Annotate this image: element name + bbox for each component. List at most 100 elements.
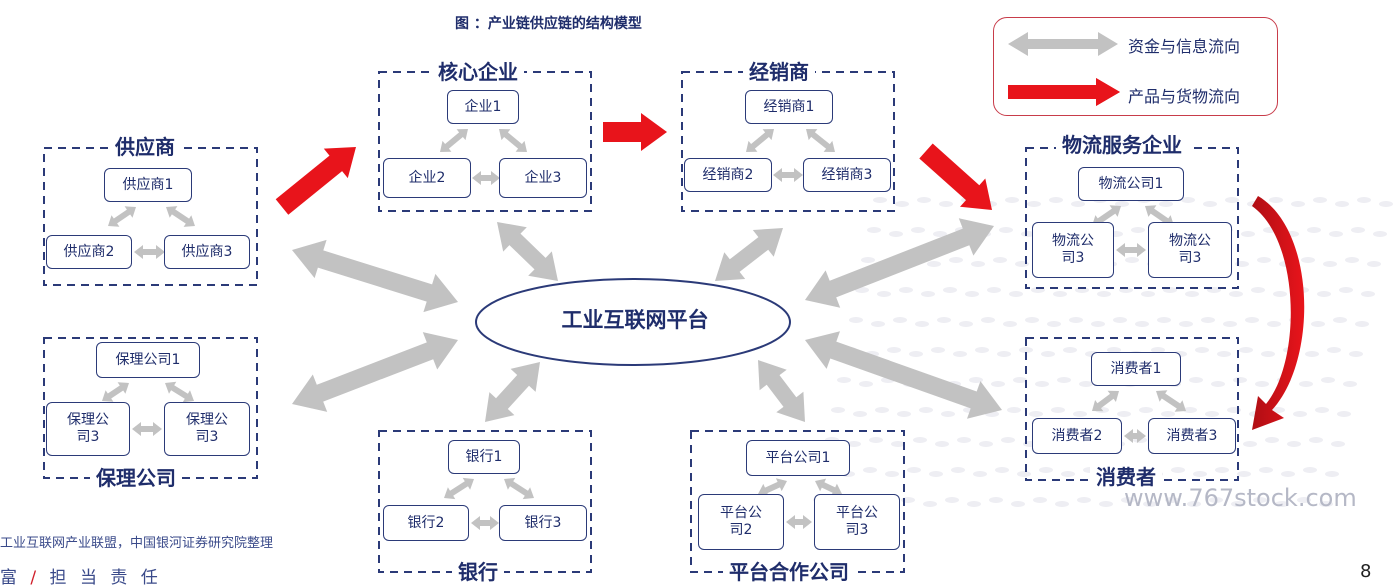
background-dot <box>953 351 967 357</box>
background-dot <box>993 257 1007 263</box>
inner-arrow-banks-left <box>444 477 474 500</box>
group-box-banks <box>378 430 592 573</box>
background-dot <box>1269 197 1283 203</box>
background-dot <box>1113 317 1127 323</box>
background-dot <box>917 197 931 203</box>
background-dot <box>1053 291 1067 297</box>
inner-arrow-suppliers-right <box>166 206 195 227</box>
group-title-insurance: 保理公司 <box>90 467 182 489</box>
background-dot <box>1049 197 1063 203</box>
background-dot <box>1073 411 1087 417</box>
background-dot <box>877 291 891 297</box>
flow-arrows <box>275 113 1002 422</box>
background-dot <box>1057 377 1071 383</box>
background-dot <box>1339 287 1353 293</box>
background-dot <box>1237 471 1251 477</box>
background-dot <box>1055 501 1069 507</box>
background-dot <box>945 497 959 503</box>
background-dot <box>1329 231 1343 237</box>
background-dot <box>1345 257 1359 263</box>
background-dot <box>929 471 943 477</box>
background-dot <box>1159 201 1173 207</box>
background-dot <box>1011 501 1025 507</box>
background-dot <box>1013 377 1027 383</box>
background-dot <box>1157 317 1171 323</box>
background-dot <box>1161 411 1175 417</box>
background-dot <box>1257 257 1271 263</box>
background-dot <box>1185 291 1199 297</box>
background-dot <box>1311 321 1325 327</box>
background-dot <box>1033 497 1047 503</box>
background-dot <box>927 261 941 267</box>
background-dot <box>931 347 945 353</box>
background-dot <box>1029 411 1043 417</box>
background-dot <box>1063 347 1077 353</box>
background-dot <box>831 407 845 413</box>
flow-arrow-consumers <box>805 331 1002 419</box>
background-dot <box>907 467 921 473</box>
background-dot <box>1195 347 1209 353</box>
background-dot <box>1241 231 1255 237</box>
background-dot <box>1297 497 1311 503</box>
core-node-1: 企业1 <box>447 90 519 124</box>
partner-node-3: 平台公 司3 <box>814 494 900 550</box>
background-dot <box>895 201 909 207</box>
flow-arrow-suppliers <box>292 239 458 313</box>
background-dot <box>1019 347 1033 353</box>
background-dot <box>915 321 929 327</box>
background-dot <box>1331 441 1345 447</box>
inner-arrow-banks-right <box>504 477 534 500</box>
background-dot <box>1223 321 1237 327</box>
legend-gray-label: 资金与信息流向 <box>1128 37 1241 56</box>
background-dot <box>1287 441 1301 447</box>
bank-node-1: 银行1 <box>448 440 520 474</box>
background-dot <box>1203 201 1217 207</box>
insurance-node-2: 保理公 司3 <box>46 402 130 456</box>
background-dot <box>959 321 973 327</box>
bank-node-2: 银行2 <box>383 505 469 541</box>
background-dot <box>1305 351 1319 357</box>
watermark: www.767stock.com <box>1124 484 1357 512</box>
background-dot <box>863 467 877 473</box>
core-node-3: 企业3 <box>499 158 587 198</box>
background-dot <box>939 201 953 207</box>
background-dot <box>1071 201 1085 207</box>
background-dot <box>1209 497 1223 503</box>
background-dot <box>861 257 875 263</box>
inner-arrows <box>102 129 1186 530</box>
flow-arrow-core <box>497 222 558 281</box>
background-dot <box>1349 351 1363 357</box>
background-dot <box>1187 501 1201 507</box>
background-dot <box>1039 467 1053 473</box>
background-dot <box>885 471 899 477</box>
background-dot <box>1299 381 1313 387</box>
background-dot <box>1265 437 1279 443</box>
partner-node-1: 平台公司1 <box>746 440 850 476</box>
background-dot <box>1327 347 1341 353</box>
background-dot <box>1225 197 1239 203</box>
background-dot <box>971 261 985 267</box>
background-dot <box>1107 347 1121 353</box>
inner-arrow-logistics-bottom <box>1116 243 1146 257</box>
inner-arrow-partners-right <box>815 478 842 497</box>
background-dot <box>1267 321 1281 327</box>
background-dot <box>1035 381 1049 387</box>
group-box-consumers <box>1025 337 1239 481</box>
background-dot <box>995 467 1009 473</box>
platform-ellipse <box>475 278 791 366</box>
inner-arrow-consumers-right <box>1156 390 1186 412</box>
background-dot <box>1243 441 1257 447</box>
background-dot <box>919 407 933 413</box>
background-dot <box>1021 231 1035 237</box>
background-dot <box>889 231 903 237</box>
background-dot <box>1273 291 1287 297</box>
product-arrow-suppliers-core <box>275 147 356 215</box>
product-arrow-dealers-logistics <box>919 143 992 210</box>
inner-arrow-dealers-bottom <box>773 168 803 182</box>
consumer-node-1: 消费者1 <box>1091 352 1181 386</box>
background-dot <box>1351 227 1365 233</box>
background-dot <box>909 351 923 357</box>
background-dot <box>987 287 1001 293</box>
platform-label: 工业互联网平台 <box>561 308 709 332</box>
flow-arrow-insurance <box>292 332 458 412</box>
